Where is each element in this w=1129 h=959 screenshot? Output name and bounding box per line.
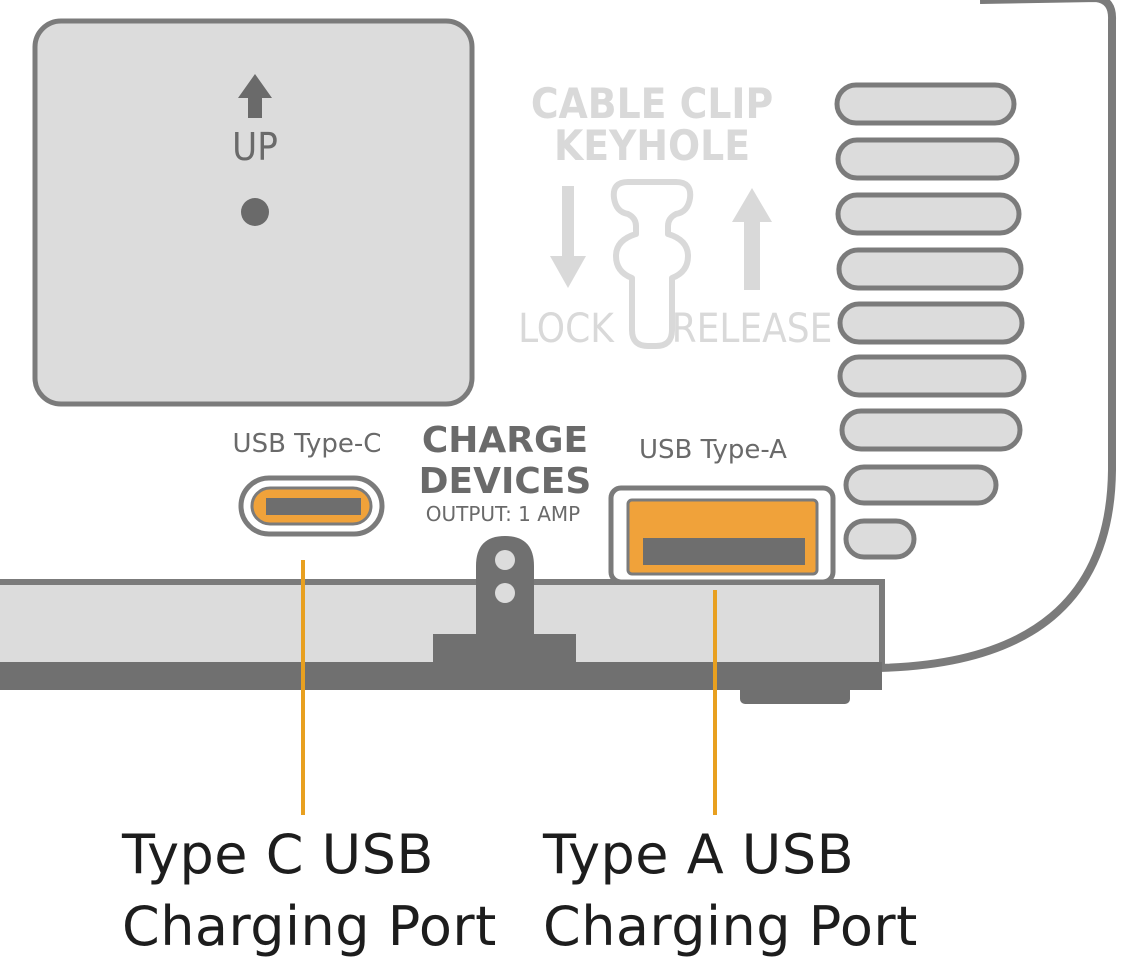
vent-slot	[835, 137, 1020, 181]
vent-slot	[834, 82, 1017, 126]
vent-slots	[834, 82, 1027, 560]
output-label: OUTPUT: 1 AMP	[426, 502, 581, 526]
type-c-caption-line1: Type C USB	[122, 823, 434, 886]
panel-dot-icon	[241, 198, 269, 226]
lock-label: LOCK	[518, 306, 615, 352]
usb-c-tongue	[266, 498, 361, 515]
vent-slot	[835, 192, 1022, 236]
vent-slot	[843, 464, 999, 506]
up-arrow-icon	[238, 74, 272, 118]
bracket-hole	[495, 550, 515, 570]
bracket-hole	[495, 583, 515, 603]
keyhole-slot-icon	[610, 179, 694, 349]
release-up-arrow-icon	[732, 188, 772, 290]
vent-slot	[839, 408, 1023, 452]
housing-outline	[0, 0, 1117, 672]
usb-type-a-label: USB Type-A	[639, 435, 787, 465]
lock-down-arrow-icon	[550, 186, 586, 288]
charge-label-line2: DEVICES	[419, 461, 592, 502]
type-a-caption-line2: Charging Port	[543, 895, 918, 958]
release-label: RELEASE	[672, 306, 833, 352]
keyhole-title-line2: KEYHOLE	[554, 121, 750, 170]
base-light-strip	[0, 579, 885, 671]
up-label: UP	[232, 125, 278, 169]
usb-a-tongue	[643, 538, 805, 565]
base-foot	[740, 684, 850, 704]
vent-slot	[843, 518, 917, 560]
charge-label-line1: CHARGE	[422, 420, 588, 461]
vent-slot	[837, 301, 1025, 345]
usb-type-c-label: USB Type-C	[233, 429, 382, 459]
vent-slot	[836, 247, 1024, 291]
keyhole-title-line1: CABLE CLIP	[531, 79, 773, 128]
type-a-caption-line1: Type A USB	[543, 823, 855, 886]
type-c-caption-line2: Charging Port	[122, 895, 497, 958]
vent-slot	[837, 354, 1027, 398]
